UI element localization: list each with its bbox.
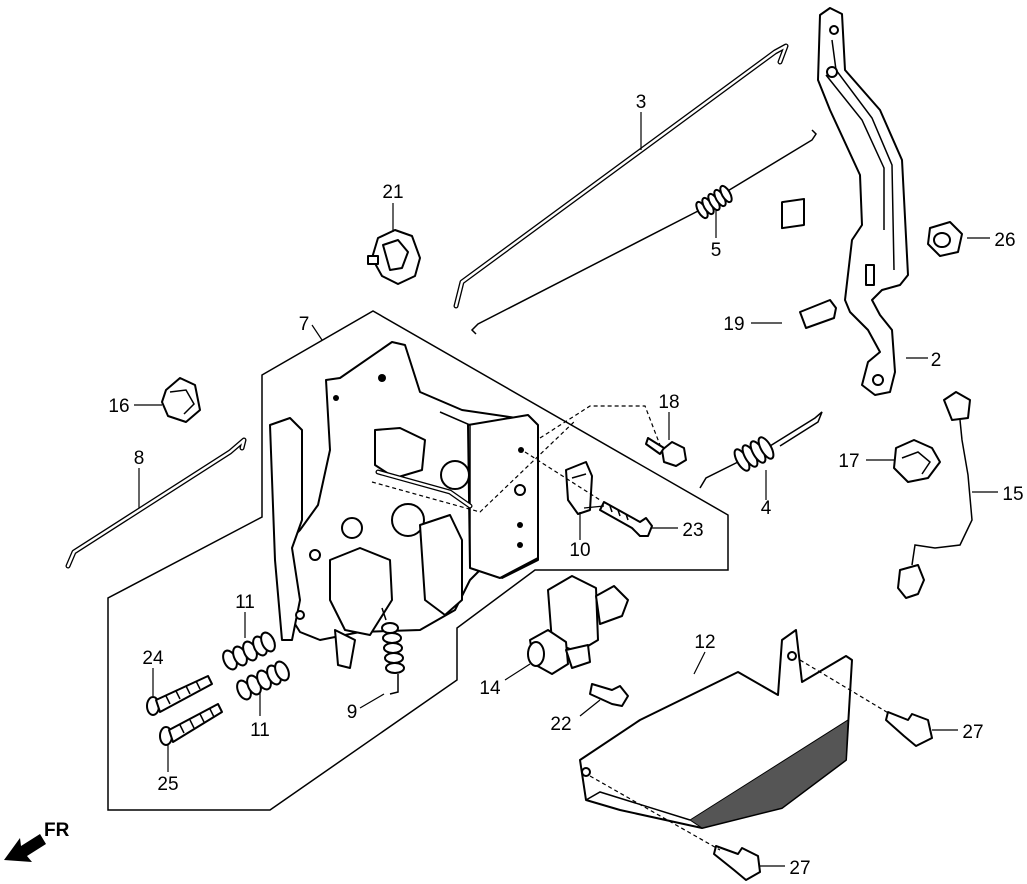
callout-18: 18	[658, 392, 679, 413]
part-27-bolt-upper	[885, 711, 933, 747]
leader-lines	[134, 112, 998, 867]
part-19-pin	[781, 197, 837, 329]
callout-3: 3	[636, 92, 647, 113]
part-3-rod	[453, 43, 789, 309]
callout-4: 4	[761, 498, 772, 519]
callout-24: 24	[142, 648, 164, 669]
part-5-spring-rod	[470, 129, 817, 335]
part-21-clamp	[367, 229, 421, 285]
callout-25: 25	[157, 774, 178, 795]
part-24-screw	[146, 675, 213, 716]
part-11-spring-upper	[222, 631, 276, 671]
part-18-bolt	[645, 437, 687, 467]
part-22-screw	[589, 683, 629, 707]
part-23-screw	[599, 501, 653, 537]
callout-labels: 2 3 4 5 7 8 9 10 11 11 12 14 15 16 17 18…	[108, 92, 1023, 879]
part-10-clip	[565, 461, 593, 515]
part-16-clip	[161, 377, 201, 423]
callout-5: 5	[711, 240, 722, 261]
part-2-control-lever	[817, 7, 909, 396]
part-15-wire	[897, 391, 973, 599]
callout-19: 19	[723, 314, 744, 335]
callout-17: 17	[838, 451, 859, 472]
assembly-outline	[107, 310, 729, 811]
part-27-bolt-lower	[713, 845, 761, 881]
callout-12: 12	[694, 632, 715, 653]
front-direction-label: FR	[44, 820, 70, 841]
callout-2: 2	[931, 350, 942, 371]
part-25-screw	[159, 703, 223, 746]
callout-15: 15	[1002, 484, 1023, 505]
callout-8: 8	[134, 448, 145, 469]
part-17-clip	[893, 439, 941, 483]
callout-7: 7	[299, 314, 310, 335]
callout-23: 23	[682, 520, 703, 541]
callout-22: 22	[550, 714, 571, 735]
front-direction-indicator: FR	[4, 820, 70, 862]
part-8-rod	[65, 437, 247, 569]
callout-14: 14	[479, 678, 501, 699]
callout-21: 21	[382, 182, 403, 203]
callout-26: 26	[994, 230, 1015, 251]
control-base-plate	[269, 341, 539, 669]
part-14-switch	[527, 575, 629, 675]
part-12-cover	[579, 629, 853, 829]
callout-11-lower: 11	[250, 720, 270, 741]
callout-16: 16	[108, 396, 129, 417]
callout-27-lower: 27	[789, 858, 810, 879]
part-4-spring	[699, 411, 823, 489]
part-11-spring-lower	[236, 660, 290, 701]
callout-9: 9	[347, 702, 358, 723]
front-arrow-icon	[4, 834, 46, 862]
callout-11-upper: 11	[235, 592, 255, 613]
callout-27-upper: 27	[962, 722, 983, 743]
callout-10: 10	[569, 540, 590, 561]
part-26-nut	[927, 221, 963, 257]
part-9-spring	[381, 607, 405, 695]
